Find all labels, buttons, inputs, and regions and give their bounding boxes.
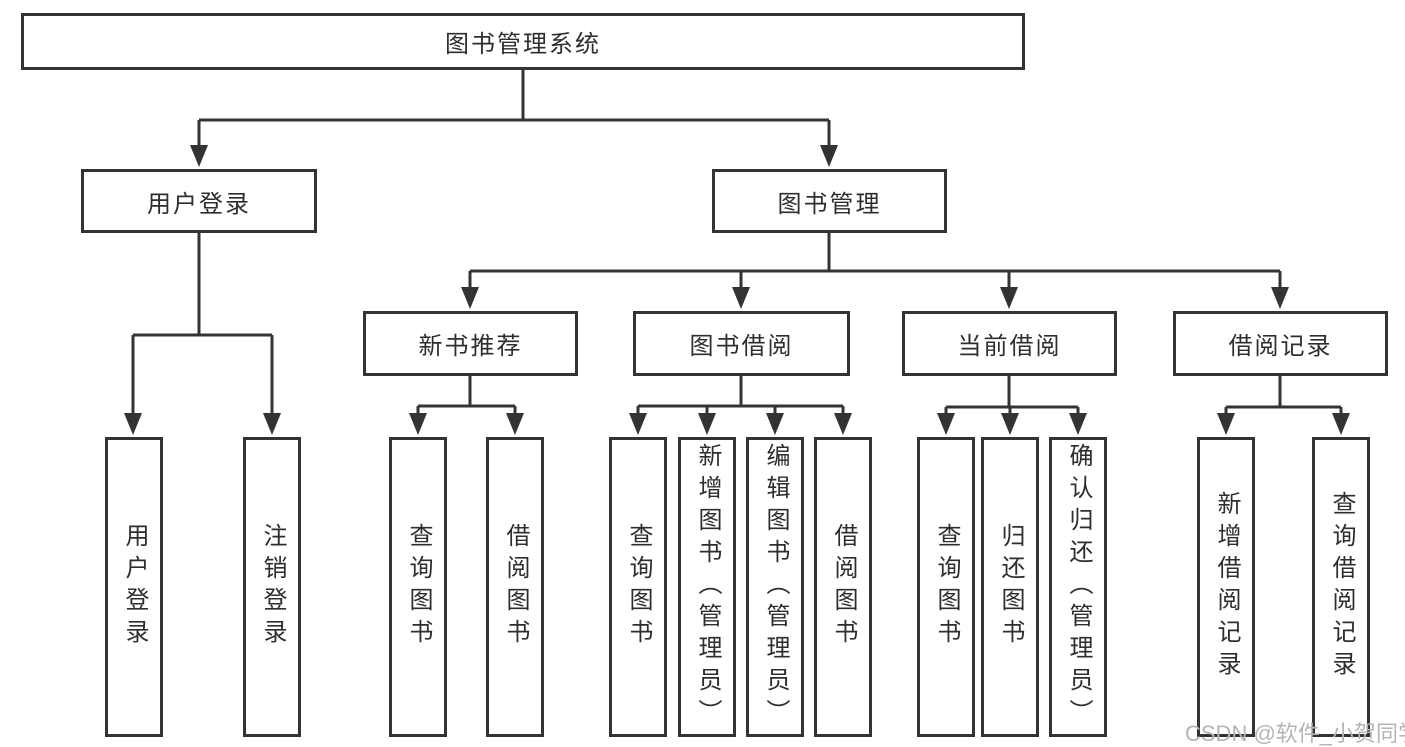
node-label: 新增借阅记录	[1213, 491, 1240, 683]
leaf-current-confirm-return-admin: 确认归还（管理员）	[1049, 437, 1107, 737]
node-label: 图书管理	[777, 190, 882, 218]
node-label: 编辑图书（管理员）	[762, 443, 789, 731]
leaf-records-add-record: 新增借阅记录	[1197, 437, 1255, 737]
leaf-borrow-add-books-admin: 新增图书（管理员）	[678, 437, 736, 737]
node-label: 借阅图书	[830, 523, 857, 651]
leaf-records-query-record: 查询借阅记录	[1312, 437, 1370, 737]
arrowhead	[834, 413, 852, 435]
node-new-book-recommend: 新书推荐	[363, 311, 578, 376]
node-label: 确认归还（管理员）	[1065, 443, 1092, 731]
node-user-login: 用户登录	[81, 169, 317, 233]
connector-book-management	[468, 233, 1282, 289]
connector-root	[197, 70, 831, 149]
arrowhead	[461, 287, 479, 309]
arrowhead	[820, 145, 838, 167]
node-label: 借阅图书	[502, 523, 529, 651]
node-label: 查询借阅记录	[1328, 491, 1355, 683]
arrowhead	[732, 287, 750, 309]
node-label: 当前借阅	[957, 333, 1062, 360]
arrowhead	[1217, 413, 1235, 435]
arrowhead	[263, 413, 281, 435]
node-label: 查询图书	[625, 523, 652, 651]
arrowhead	[409, 413, 427, 435]
leaf-user-login: 用户登录	[105, 437, 163, 737]
node-label: 用户登录	[147, 190, 251, 218]
arrowhead	[1000, 287, 1018, 309]
leaf-borrow-edit-books-admin: 编辑图书（管理员）	[746, 437, 804, 737]
connector-current-borrow	[944, 376, 1080, 413]
arrowhead	[766, 413, 784, 435]
arrowhead	[1332, 413, 1350, 435]
node-root-library-system: 图书管理系统	[21, 13, 1025, 70]
node-book-borrow: 图书借阅	[633, 311, 850, 376]
leaf-borrow-query-books: 查询图书	[609, 437, 667, 737]
arrowhead	[190, 145, 208, 167]
connector-borrow-records	[1224, 376, 1343, 413]
connector-user-login	[131, 233, 274, 415]
arrowhead	[1069, 413, 1087, 435]
node-label: 图书管理系统	[445, 31, 601, 58]
arrowhead	[1001, 413, 1019, 435]
node-label: 注销登录	[259, 523, 286, 651]
node-label: 新书推荐	[418, 333, 523, 360]
leaf-logout: 注销登录	[243, 437, 301, 737]
arrowhead	[629, 413, 647, 435]
leaf-current-return-books: 归还图书	[981, 437, 1039, 737]
leaf-borrow-borrow-books: 借阅图书	[814, 437, 872, 737]
node-label: 借阅记录	[1228, 333, 1333, 360]
arrowhead	[698, 413, 716, 435]
connector-book-borrow	[636, 376, 845, 413]
arrowhead	[1271, 287, 1289, 309]
node-label: 图书借阅	[689, 333, 794, 360]
leaf-current-query-books: 查询图书	[917, 437, 975, 737]
node-label: 查询图书	[405, 523, 432, 651]
leaf-recommend-query-books: 查询图书	[389, 437, 447, 737]
node-label: 查询图书	[933, 523, 960, 651]
node-book-management: 图书管理	[712, 169, 947, 233]
connector-new-book-recommend	[416, 376, 517, 413]
node-label: 归还图书	[997, 523, 1024, 651]
node-current-borrow: 当前借阅	[902, 311, 1117, 376]
node-label: 用户登录	[121, 523, 148, 651]
node-label: 新增图书（管理员）	[694, 443, 721, 731]
arrowhead	[124, 413, 142, 435]
arrowhead	[506, 413, 524, 435]
csdn-watermark: CSDN @软件_小贺同学	[1185, 721, 1405, 746]
node-borrow-records: 借阅记录	[1173, 311, 1388, 376]
leaf-recommend-borrow-books: 借阅图书	[486, 437, 544, 737]
arrowhead	[937, 413, 955, 435]
